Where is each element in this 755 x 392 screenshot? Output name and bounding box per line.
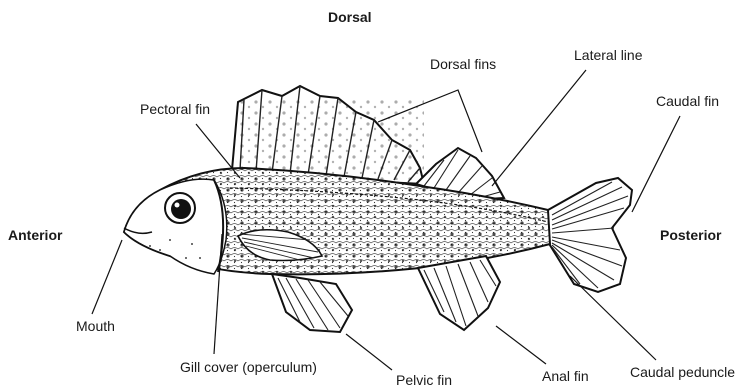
mouth-label: Mouth — [76, 318, 115, 334]
anal-fin — [418, 256, 500, 330]
pelvic-fin-label: Pelvic fin — [396, 372, 452, 388]
anal-fin-label: Anal fin — [542, 368, 589, 384]
pelvic-fin — [272, 274, 352, 332]
caudal-fin — [548, 178, 632, 292]
anterior-label: Anterior — [8, 227, 62, 243]
pelvic-fin-leader — [346, 334, 392, 370]
dorsal-fins-label: Dorsal fins — [430, 56, 496, 72]
caudal-peduncle-label: Caudal peduncle — [630, 364, 735, 380]
lateral-line-leader — [492, 70, 586, 186]
caudal-fin-label: Caudal fin — [656, 93, 719, 109]
anal-fin-leader — [496, 326, 546, 364]
gill-cover-label: Gill cover (operculum) — [180, 359, 317, 375]
pectoral-fin-label: Pectoral fin — [140, 101, 210, 117]
mouth-leader — [92, 240, 122, 314]
dorsal-label: Dorsal — [328, 9, 372, 25]
posterior-label: Posterior — [660, 227, 721, 243]
lateral-line-label: Lateral line — [574, 47, 643, 63]
caudal-peduncle-leader — [570, 276, 656, 360]
caudal-fin-leader — [632, 116, 680, 212]
